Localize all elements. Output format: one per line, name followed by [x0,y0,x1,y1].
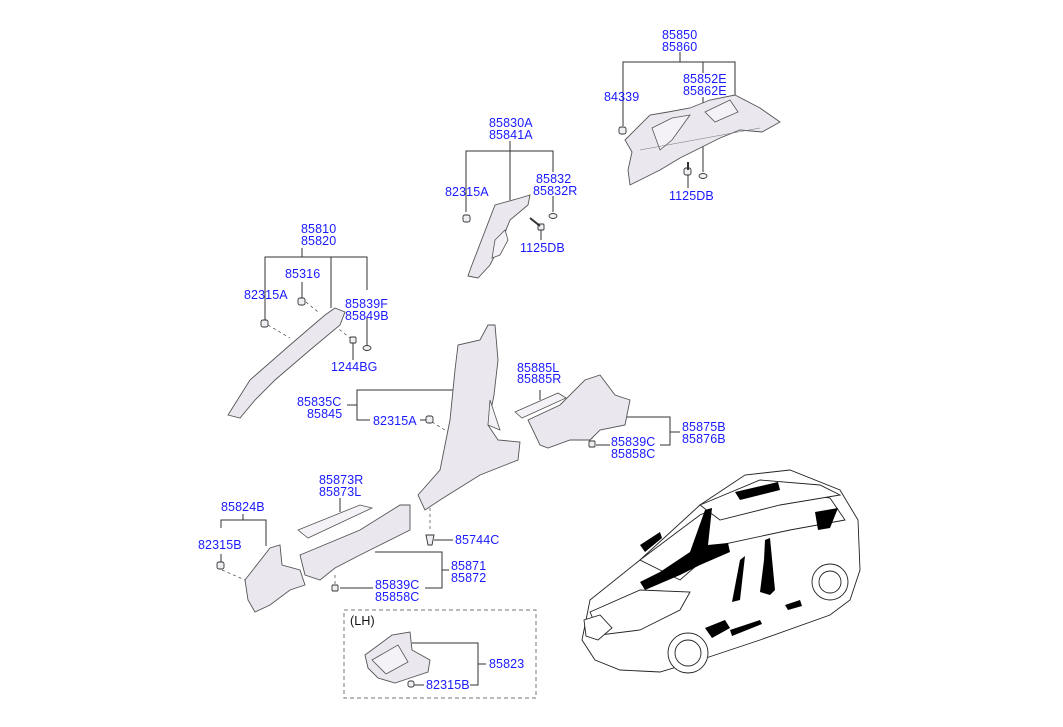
label-85850[interactable]: 85850 [662,28,698,42]
label-82315A-front[interactable]: 82315A [244,288,288,302]
label-85841A[interactable]: 85841A [489,128,533,142]
rear-scuff-part[interactable] [514,374,631,449]
label-85744C[interactable]: 85744C [455,533,500,547]
label-82315A-upper[interactable]: 82315A [445,185,489,199]
center-pillar-upper-leaders [465,141,554,240]
label-85839C-rear[interactable]: 85839C [611,435,656,449]
front-pillar-fasteners [260,297,372,351]
label-85871[interactable]: 85871 [451,559,487,573]
front-scuff-fasteners [331,584,339,592]
label-85858C-front[interactable]: 85858C [375,590,420,604]
label-lh-qualifier: (LH) [350,614,375,628]
rear-quarter-fasteners [618,126,708,179]
car-locator-illustration [581,469,861,674]
label-82315B-cowl[interactable]: 82315B [198,538,242,552]
cowl-trim-fasteners [216,561,225,570]
label-84339[interactable]: 84339 [604,90,640,104]
front-scuff-leaders [334,498,449,589]
front-scuff-part[interactable] [297,504,411,581]
label-85824B[interactable]: 85824B [221,500,265,514]
label-85860[interactable]: 85860 [662,40,698,54]
label-85885R[interactable]: 85885R [517,372,562,386]
center-pillar-lower-leaders [347,389,455,541]
front-pillar-leaders [264,248,368,360]
front-pillar-part[interactable] [227,307,346,419]
center-pillar-upper-fasteners [462,213,558,231]
label-82315B-lh[interactable]: 82315B [426,678,470,692]
label-85839C-front[interactable]: 85839C [375,578,420,592]
cowl-trim-leaders [220,514,267,581]
label-85839F[interactable]: 85839F [345,297,388,311]
label-85875B[interactable]: 85875B [682,420,726,434]
label-85852E[interactable]: 85852E [683,72,727,86]
center-pillar-lower-part[interactable] [417,324,521,511]
label-85873L[interactable]: 85873L [319,485,362,499]
label-85873R[interactable]: 85873R [319,473,364,487]
center-pillar-upper-part[interactable] [467,194,531,279]
label-85316[interactable]: 85316 [285,267,321,281]
label-85810[interactable]: 85810 [301,222,337,236]
rear-scuff-fasteners [588,440,596,448]
label-85845[interactable]: 85845 [307,407,343,421]
label-85862E[interactable]: 85862E [683,84,727,98]
label-85858C-rear[interactable]: 85858C [611,447,656,461]
label-85832R[interactable]: 85832R [533,184,578,198]
label-1125DB-rear[interactable]: 1125DB [669,189,714,203]
label-85830A[interactable]: 85830A [489,116,533,130]
label-85823[interactable]: 85823 [489,657,525,671]
label-85820[interactable]: 85820 [301,234,337,248]
label-85832[interactable]: 85832 [536,172,572,186]
cowl-trim-part[interactable] [244,544,306,613]
label-85849B[interactable]: 85849B [345,309,389,323]
lh-cover-part[interactable] [364,631,431,684]
label-82315A-lower[interactable]: 82315A [373,414,417,428]
label-1244BG[interactable]: 1244BG [331,360,378,374]
center-pillar-lower-fasteners [425,415,435,546]
label-85885L[interactable]: 85885L [517,361,560,375]
label-85872[interactable]: 85872 [451,571,487,585]
rear-quarter-trim-part[interactable] [624,94,781,186]
label-85876B[interactable]: 85876B [682,432,726,446]
label-1125DB-center[interactable]: 1125DB [520,241,565,255]
lh-cover-leaders [412,642,486,686]
label-85835C[interactable]: 85835C [297,395,342,409]
lh-cover-fasteners [407,680,415,688]
